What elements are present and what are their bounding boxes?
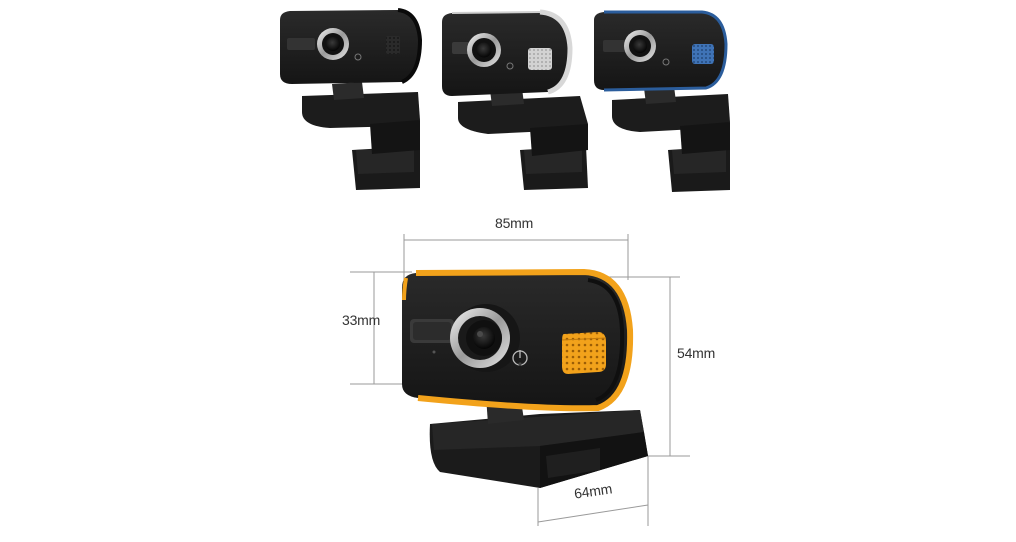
depth-dimension-label: 33mm bbox=[342, 312, 381, 328]
power-icon bbox=[354, 53, 362, 61]
power-icon bbox=[662, 58, 670, 66]
power-icon bbox=[506, 62, 514, 70]
webcam-orange bbox=[402, 269, 648, 488]
webcam-silver bbox=[442, 9, 588, 190]
height-dimension-label: 54mm bbox=[677, 345, 716, 361]
webcam-black bbox=[280, 8, 423, 190]
dimension-lines bbox=[350, 234, 690, 526]
width-dimension-label: 85mm bbox=[495, 215, 534, 231]
webcam-blue bbox=[594, 10, 730, 192]
